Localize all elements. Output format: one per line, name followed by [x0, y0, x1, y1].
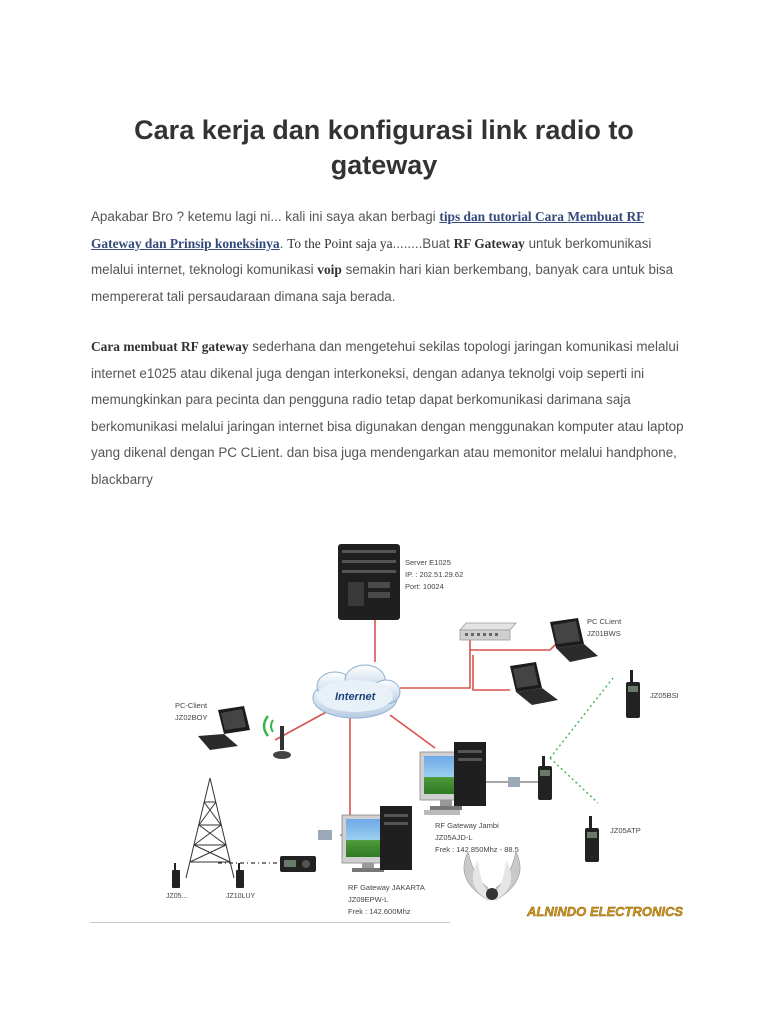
radio-jz05bsi-label: JZ05BSI [650, 691, 679, 700]
jambi-frequency: Frek : 142.850Mhz - 88.5 [435, 845, 519, 854]
detail-text: sederhana dan mengetehui sekilas topolog… [91, 339, 684, 487]
intro-text-5: untuk berkomunikasi melalui internet, te… [91, 235, 652, 278]
red-links [274, 614, 559, 820]
pc-client-left-callsign: JZ02BOY [175, 713, 208, 722]
detail-paragraph: Cara membuat RF gateway sederhana dan me… [91, 334, 691, 493]
divider-line [90, 922, 450, 923]
laptop-pc-client-left-icon [198, 706, 250, 750]
page-title: Cara kerja dan konfigurasi link radio to… [134, 115, 634, 180]
pc-client-left-label: PC-Client [175, 701, 208, 710]
server-ip: IP. : 202.51.29.62 [405, 570, 463, 579]
laptop-pc-client-right-icon [550, 618, 598, 662]
intro-text-1: Apakabar Bro ? ketemu lagi ni... kali in… [91, 209, 440, 224]
radio-jz05bsi-icon [626, 670, 640, 718]
radio-tower-icon [185, 777, 235, 879]
laptop-middle-icon [510, 662, 558, 705]
intro-bold-rf-gateway: RF Gateway [453, 235, 525, 251]
pc-client-right-label: PC CLient [587, 617, 622, 626]
jakarta-gateway-label: RF Gateway JAKARTA [348, 883, 425, 892]
pc-gateway-jambi-icon [419, 742, 486, 815]
radio-gateway-jambi-icon [538, 756, 552, 800]
jakarta-frequency: Frek : 142.600Mhz [348, 907, 411, 916]
intro-text-6: semakin hari kian berkembang, banyak car… [91, 262, 674, 304]
mobile-radio-jakarta-icon [280, 856, 316, 872]
radio-jz05atp-label: JZ05ATP [610, 826, 641, 835]
pc-gateway-jakarta-icon [341, 806, 412, 872]
pc-client-right-callsign: JZ01BWS [587, 629, 621, 638]
usb-interface-jakarta-icon [318, 830, 332, 840]
brand-text: ALNINDO ELECTRONICS [526, 904, 683, 919]
server-icon [338, 544, 400, 620]
jambi-gateway-label: RF Gateway Jambi [435, 821, 499, 830]
internet-cloud-icon [312, 664, 401, 719]
intro-bold-voip: voip [317, 262, 342, 277]
radio-jz10luy-icon [236, 863, 244, 888]
wifi-microphone-icon [262, 715, 291, 759]
radio-jz05-icon [172, 863, 180, 888]
green-radio-links [549, 677, 614, 804]
internet-label: Internet [335, 691, 377, 703]
switch-icon [459, 622, 517, 641]
intro-text-3: To the Point saja ya [287, 235, 393, 251]
server-port: Port: 10024 [405, 582, 444, 591]
network-topology-diagram: Server E1025 IP. : 202.51.29.62 Port: 10… [166, 544, 684, 919]
tutorial-link[interactable]: tips dan tutorial Cara Membuat RF Gatewa… [91, 209, 645, 251]
intro-paragraph: Apakabar Bro ? ketemu lagi ni... kali in… [91, 204, 691, 310]
server-name: Server E1025 [405, 558, 451, 567]
alnindo-electronics-logo: ALNINDO ELECTRONICS [463, 851, 684, 919]
jakarta-callsign: JZ09EPW-L [348, 895, 388, 904]
radio-jz05atp-icon [585, 816, 599, 862]
jambi-callsign: JZ05AJD-L [435, 833, 473, 842]
radio-jz05-label: JZ05... [166, 893, 187, 900]
intro-text-4: ........Buat [392, 235, 454, 251]
intro-text-2: . [279, 235, 288, 251]
radio-jz10luy-label: JZ10LUY [226, 893, 256, 900]
detail-bold-heading: Cara membuat RF gateway [91, 339, 249, 354]
usb-interface-jambi-icon [508, 777, 520, 787]
